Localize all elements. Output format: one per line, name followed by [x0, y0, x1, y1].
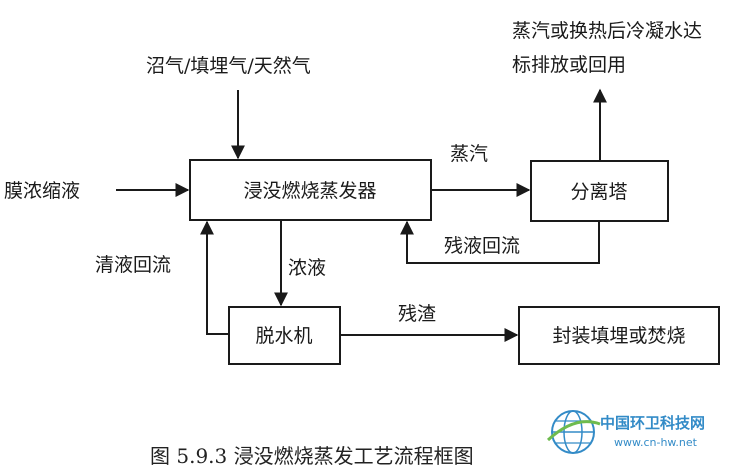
steam-label: 蒸汽 [450, 143, 488, 165]
evaporator-box [189, 159, 432, 221]
watermark-logo: 中国环卫科技网 www.cn-hw.net [546, 410, 705, 454]
disposal-label: 封装填埋或焚烧 [552, 325, 685, 347]
figure-caption: 图 5.9.3 浸没燃烧蒸发工艺流程框图 [150, 444, 474, 468]
disposal-box [518, 306, 720, 365]
watermark-name: 中国环卫科技网 [600, 414, 705, 432]
separator-label: 分离塔 [570, 181, 627, 203]
feed-input-label: 膜浓缩液 [4, 180, 80, 202]
clear-return-arrow [200, 220, 229, 335]
residue-return-arrow [400, 220, 600, 264]
globe-icon [546, 410, 601, 454]
gas-input-label: 沼气/填埋气/天然气 [146, 55, 311, 77]
residue-label: 残渣 [398, 303, 436, 325]
concentrate-label: 浓液 [288, 257, 326, 279]
separator-box [530, 160, 669, 222]
dewater-label: 脱水机 [255, 325, 312, 347]
dewater-box [228, 306, 341, 365]
condensate-label-line1: 蒸汽或换热后冷凝水达 [512, 20, 702, 42]
watermark-url: www.cn-hw.net [614, 436, 698, 449]
clear-return-label: 清液回流 [95, 254, 171, 276]
condensate-label-line2: 标排放或回用 [512, 54, 626, 76]
evaporator-label: 浸没燃烧蒸发器 [243, 180, 376, 202]
residue-return-label: 残液回流 [444, 235, 520, 257]
